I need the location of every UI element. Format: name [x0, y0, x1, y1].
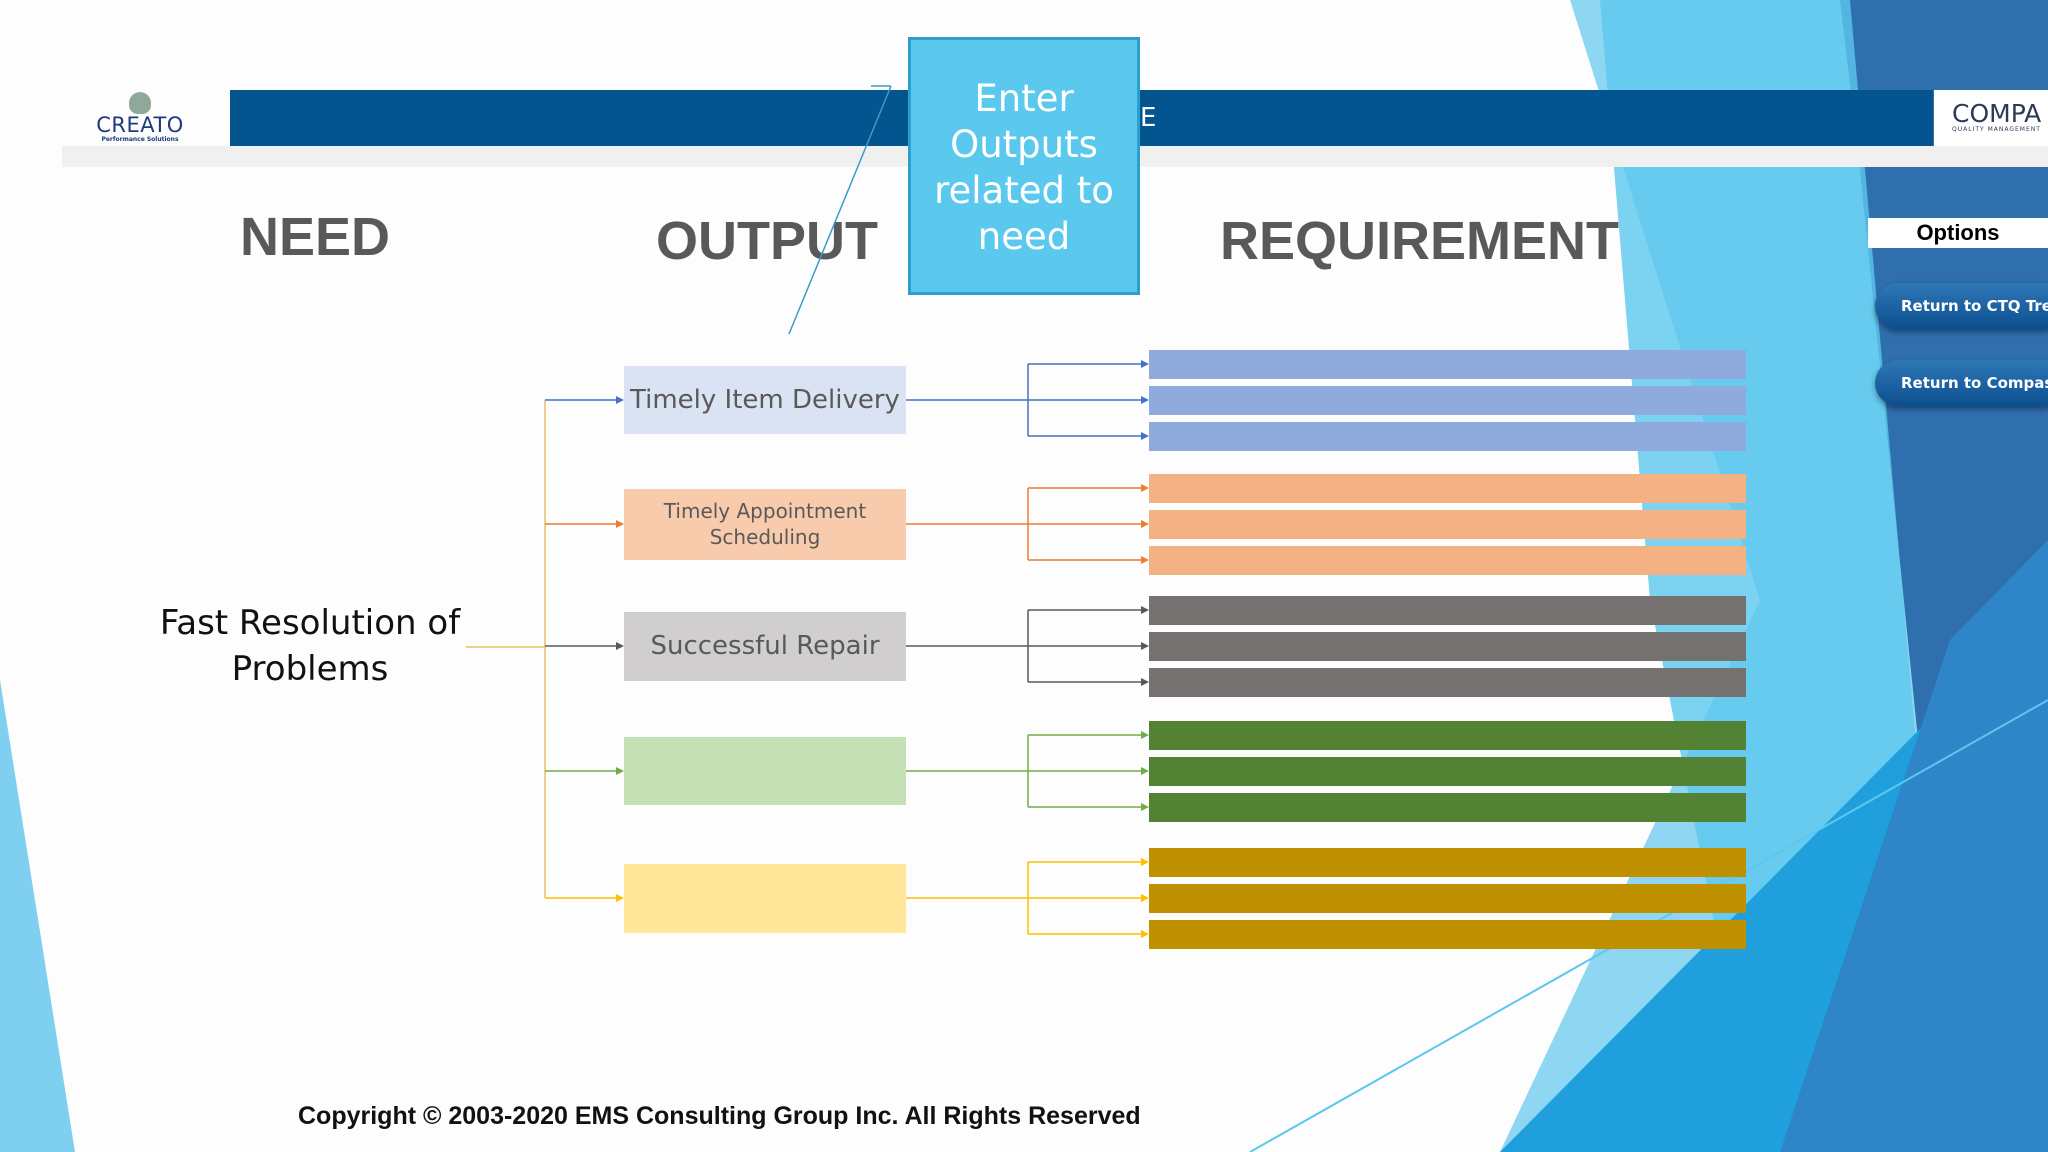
arrowhead-icon	[1141, 731, 1149, 739]
callout-tooltip: Enter Outputs related to need	[908, 37, 1140, 295]
return-to-compass-button[interactable]: Return to Compass	[1875, 360, 2048, 406]
need-heading: NEED	[240, 207, 391, 267]
requirement-bar[interactable]	[1149, 793, 1746, 822]
output-box[interactable]: Successful Repair	[624, 611, 906, 681]
need-line-1: Fast Resolution of	[159, 603, 461, 643]
requirement-bar[interactable]	[1149, 920, 1746, 949]
arrowhead-icon	[616, 642, 624, 650]
logo-tagline: Performance Solutions	[101, 136, 179, 143]
arrowhead-icon	[616, 894, 624, 902]
output-box[interactable]: Timely Appointment Scheduling	[624, 488, 906, 560]
arrowhead-icon	[1141, 767, 1149, 775]
need-text: Fast Resolution of Problems	[150, 600, 470, 692]
logo-tagline: QUALITY MANAGEMENT	[1952, 126, 2041, 133]
header-title: E	[1140, 103, 1157, 133]
need-line-2: Problems	[231, 649, 389, 689]
arrowhead-icon	[1141, 894, 1149, 902]
requirement-bar[interactable]	[1149, 848, 1746, 877]
requirement-bar[interactable]	[1149, 474, 1746, 503]
requirement-bar[interactable]	[1149, 757, 1746, 786]
requirement-bar[interactable]	[1149, 632, 1746, 661]
arrowhead-icon	[1141, 678, 1149, 686]
arrowhead-icon	[616, 520, 624, 528]
arrowhead-icon	[616, 767, 624, 775]
arrowhead-icon	[1141, 556, 1149, 564]
logo-name: COMPA	[1952, 99, 2042, 128]
arrowhead-icon	[616, 396, 624, 404]
return-to-ctq-tree-button[interactable]: Return to CTQ Tree	[1875, 283, 2048, 329]
compass-logo: COMPA QUALITY MANAGEMENT	[1934, 90, 2048, 146]
callout-pointer	[788, 85, 892, 335]
arrowhead-icon	[1141, 432, 1149, 440]
arrowhead-icon	[1141, 606, 1149, 614]
output-box[interactable]	[624, 737, 906, 805]
output-box[interactable]: Timely Item Delivery	[624, 366, 906, 434]
requirement-bar[interactable]	[1149, 422, 1746, 451]
arrowhead-icon	[1141, 803, 1149, 811]
requirement-bar[interactable]	[1149, 884, 1746, 913]
copyright: Copyright © 2003-2020 EMS Consulting Gro…	[298, 1102, 1141, 1130]
arrowhead-icon	[1141, 858, 1149, 866]
arrowhead-icon	[1141, 484, 1149, 492]
arrowhead-icon	[1141, 520, 1149, 528]
requirement-bar[interactable]	[1149, 386, 1746, 415]
requirement-bar[interactable]	[1149, 596, 1746, 625]
arrowhead-icon	[1141, 930, 1149, 938]
output-box[interactable]	[624, 863, 906, 933]
output-heading: OUTPUT	[656, 211, 878, 271]
head-icon	[129, 92, 151, 114]
arrowhead-icon	[1141, 642, 1149, 650]
requirement-bar[interactable]	[1149, 350, 1746, 379]
creato-logo: CREATO Performance Solutions	[90, 92, 190, 143]
options-title: Options	[1868, 218, 2048, 248]
requirement-bar[interactable]	[1149, 510, 1746, 539]
requirement-bar[interactable]	[1149, 546, 1746, 575]
arrowhead-icon	[1141, 360, 1149, 368]
requirement-heading: REQUIREMENT	[1220, 211, 1620, 271]
requirement-bar[interactable]	[1149, 668, 1746, 697]
arrowhead-icon	[1141, 396, 1149, 404]
requirement-bar[interactable]	[1149, 721, 1746, 750]
logo-name: CREATO	[96, 113, 184, 137]
